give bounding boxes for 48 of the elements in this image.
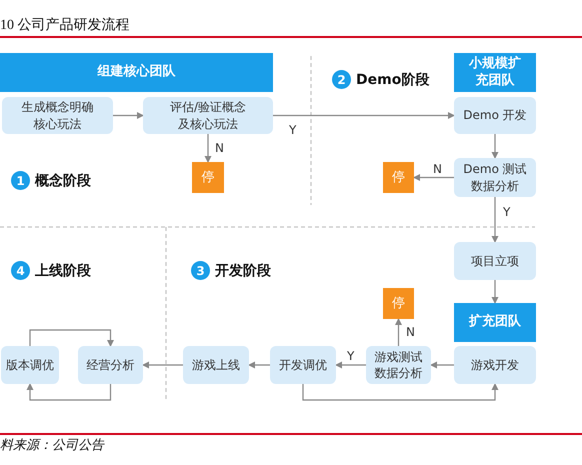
arrow bbox=[395, 318, 402, 346]
edge-label: N bbox=[214, 142, 225, 154]
team-header-bar: 扩充团队 bbox=[454, 303, 536, 342]
arrow bbox=[26, 383, 112, 401]
stage-title: 开发阶段 bbox=[215, 262, 271, 280]
process-box: 生成概念明确核心玩法 bbox=[2, 97, 113, 134]
arrow bbox=[492, 197, 498, 243]
stage-title: 概念阶段 bbox=[35, 172, 91, 190]
arrow bbox=[204, 134, 212, 163]
team-header-bar: 组建核心团队 bbox=[0, 53, 273, 92]
source-note: 料来源：公司公告 bbox=[0, 436, 104, 454]
edge-label: Y bbox=[502, 206, 512, 218]
arrow bbox=[492, 280, 498, 304]
stage-number: 3 bbox=[191, 261, 210, 280]
stop-box: 停 bbox=[192, 162, 224, 193]
stage-title: 上线阶段 bbox=[35, 262, 91, 280]
stop-box: 停 bbox=[383, 288, 414, 319]
arrow bbox=[273, 112, 455, 119]
edge-label: Y bbox=[288, 124, 298, 136]
arrow bbox=[302, 383, 498, 401]
process-box: 版本调优 bbox=[1, 346, 59, 384]
stage-number: 2 bbox=[332, 70, 351, 89]
process-box: 游戏开发 bbox=[454, 346, 536, 384]
process-box: 项目立项 bbox=[454, 242, 536, 280]
process-box: 经营分析 bbox=[78, 346, 143, 384]
arrow bbox=[430, 362, 454, 368]
edge-label: N bbox=[405, 326, 416, 338]
stage-title: Demo阶段 bbox=[356, 71, 430, 89]
edge-label: Y bbox=[346, 350, 356, 362]
process-box: 评估/验证概念及核心玩法 bbox=[143, 97, 273, 134]
stage-number: 4 bbox=[11, 261, 30, 280]
arrow bbox=[113, 112, 144, 119]
arrow bbox=[142, 362, 183, 368]
process-box: 游戏测试数据分析 bbox=[366, 346, 431, 384]
arrow bbox=[413, 174, 454, 181]
arrow bbox=[29, 329, 114, 347]
arrow bbox=[335, 362, 366, 368]
team-header-bar: 小规模扩充团队 bbox=[454, 53, 536, 92]
arrow bbox=[492, 134, 498, 159]
process-box: Demo 测试数据分析 bbox=[454, 158, 536, 197]
stop-box: 停 bbox=[383, 162, 414, 193]
process-box: Demo 开发 bbox=[454, 97, 536, 134]
stage-number: 1 bbox=[11, 171, 30, 190]
edge-label: N bbox=[432, 163, 443, 175]
process-box: 开发调优 bbox=[270, 346, 336, 384]
process-box: 游戏上线 bbox=[183, 346, 249, 384]
arrow bbox=[248, 362, 270, 368]
figure-title: 10 公司产品研发流程 bbox=[0, 16, 130, 34]
